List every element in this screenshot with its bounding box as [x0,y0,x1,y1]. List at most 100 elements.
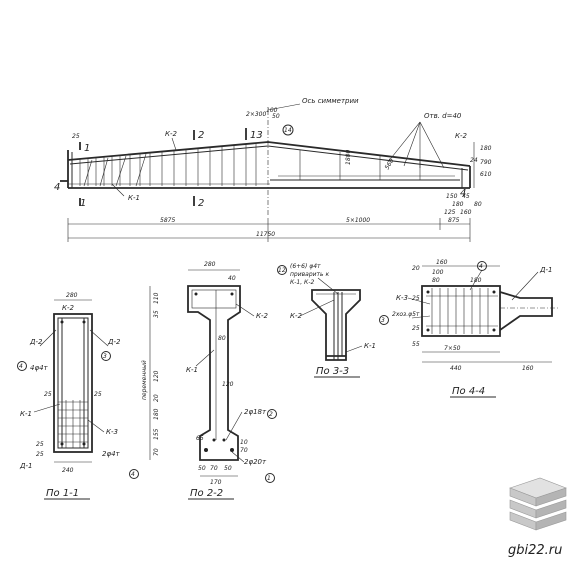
dimension-text: 610 [480,171,492,178]
callout-number: 1 [267,475,271,482]
section-4-4: 160 100 80 180 7×50 440 160 20 25 25 55 … [379,259,560,398]
section-mark: 1 [80,198,86,209]
section-mark: 1 [84,143,90,154]
dimension-text: 240 [62,467,74,474]
dimension-text: 875 [448,217,460,224]
frame-label: К-2 [62,304,74,312]
section-mark: 2 [198,198,204,209]
callout-number: 14 [284,127,292,134]
frame-label: К-3 [396,294,408,302]
callout-number: 4 [479,263,483,270]
dimension-text: 560 [384,157,396,171]
section-mark: 4 [460,188,466,199]
callout-number: 3 [381,317,385,324]
dimension-text: 180 [153,408,160,420]
dimension-text: 170 [210,479,222,486]
frame-label: К-2 [290,312,302,320]
bar-note: 2φ20т [244,458,267,466]
watermark-text: gbi22.ru [508,543,562,558]
dimension-text: 7×50 [444,345,461,352]
dimension-text: 45 [462,193,470,200]
callout-number: 4 [131,471,135,478]
dimension-text: 150 [446,193,458,200]
note-text: (6+6) φ4т [290,263,321,270]
note-text: приварить к [290,271,329,278]
section-title: По 3-3 [316,366,349,377]
frame-label: Д-1 [19,462,32,470]
frame-label: Д-1 [539,266,552,274]
frame-label: Д-2 [107,338,121,346]
dimension-text: 80 [432,277,440,284]
watermark-logo [509,477,567,531]
dimension-text: 25 [44,391,52,398]
dimension-text: 35 [153,310,160,318]
bar-note: 2φ4т [102,450,121,458]
bar-note: 2хоз.φ5т [392,311,420,318]
dimension-text: 70 [210,465,218,472]
dimension-text: 25 [36,451,44,458]
dimension-text: 11750 [256,231,275,238]
side-label: переменный [141,360,148,400]
dimension-text: 70 [240,447,248,454]
dimension-text: 125 [444,209,456,216]
dimension-text: 160 [436,259,448,266]
dimension-text: 280 [66,292,78,299]
callout-number: 2 [269,411,273,418]
note-text: К-1, К-2 [290,279,314,286]
section-title: По 2-2 [190,488,223,499]
dimension-text: 100 [432,269,444,276]
callout-number: 4 [19,363,23,370]
dimension-text: 80 [474,201,482,208]
section-title: По 1-1 [46,488,79,499]
callout-number: 3 [103,353,107,360]
dimension-text: 50 [272,113,280,120]
dimension-text: 25 [412,295,420,302]
dimension-text: 25 [36,441,44,448]
section-1-1: 280 240 К-2 Д-2 Д-2 К-1 К-3 Д-1 4 4φ4т 3… [17,292,139,500]
dimension-text: 50 [224,465,232,472]
section-mark: 13 [250,130,263,141]
callout-number: 12 [278,267,286,274]
dimension-text: 25 [72,133,80,140]
dimension-text: 10 [240,439,248,446]
dimension-text: 5×1000 [346,217,370,224]
bar-note: 4φ4т [30,364,49,372]
dimension-text: 155 [153,428,160,440]
dimension-text: 110 [153,292,160,304]
dimension-text: 120 [222,381,234,388]
holes-label: Отв. d=40 [424,112,462,120]
dimension-text: 25 [94,391,102,398]
bar-note: 2φ18т [244,408,267,416]
frame-label: К-2 [256,312,268,320]
dimension-text: 2×300 [246,111,266,118]
dimension-text: 20 [412,265,420,272]
dimension-text: 70 [153,448,160,456]
dimension-text: 55 [412,341,420,348]
frame-label: К-1 [364,342,376,350]
frame-label: К-2 [165,130,177,138]
dimension-text: 440 [450,365,462,372]
section-mark: 4 [54,182,60,193]
dimension-text: 160 [460,209,472,216]
dimension-text: 280 [204,261,216,268]
dimension-text: 5875 [160,217,175,224]
dimension-text: 180 [452,201,464,208]
dimension-text: 790 [480,159,492,166]
dimension-text: 20 [153,394,160,402]
beam-elevation: Ось симметрии Отв. d=40 К-2 К-1 К-2 1 1 … [54,97,492,242]
frame-label: Д-2 [29,338,43,346]
dimension-text: 50 [198,465,206,472]
dimension-text: 80 [218,335,226,342]
symmetry-axis-label: Ось симметрии [302,97,359,105]
dimension-text: 1800 [345,150,352,165]
frame-label: К-1 [128,194,140,202]
frame-label: К-1 [186,366,198,374]
dimension-text: 120 [153,370,160,382]
dimension-text: 100 [266,107,278,114]
section-3-3: 12 (6+6) φ4т приварить к К-1, К-2 К-2 К-… [277,263,376,378]
dimension-text: 180 [480,145,492,152]
dimension-text: 160 [522,365,534,372]
frame-label: К-3 [106,428,118,436]
dimension-text: 65 [196,435,204,442]
